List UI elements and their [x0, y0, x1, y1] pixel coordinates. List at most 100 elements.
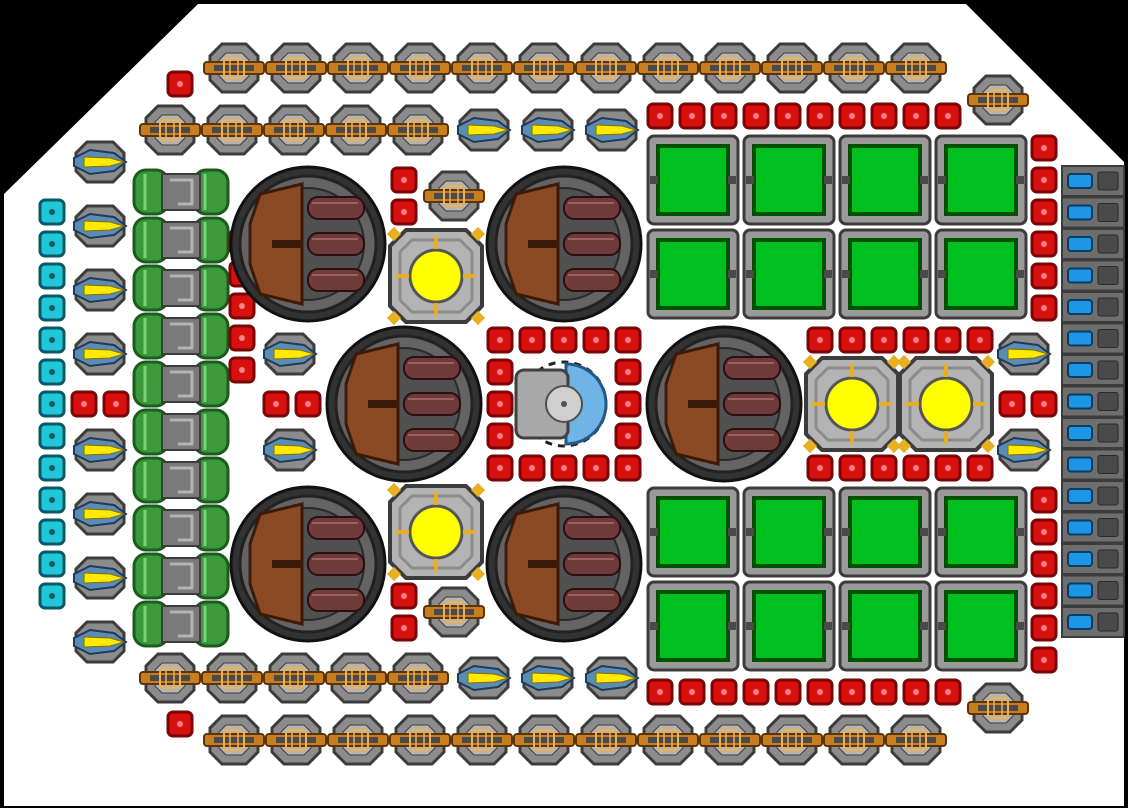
armor-block-icon	[1030, 646, 1058, 674]
cannon-turret-icon	[885, 42, 947, 94]
cannon-turret-icon	[263, 104, 325, 156]
armor-block-icon	[1030, 198, 1058, 226]
cyan-armor-icon	[38, 518, 66, 546]
fuel-tank-icon	[132, 312, 230, 360]
reactor-icon	[485, 165, 643, 323]
armor-block-icon	[1030, 550, 1058, 578]
thruster-icon	[1061, 480, 1125, 512]
armor-block-icon	[870, 326, 898, 354]
armor-block-icon	[1030, 390, 1058, 418]
cannon-turret-icon	[451, 42, 513, 94]
armor-block-icon	[102, 390, 130, 418]
reactor-icon	[325, 325, 483, 483]
cannon-turret-icon	[823, 42, 885, 94]
cannon-turret-icon	[139, 652, 201, 704]
armor-block-icon	[806, 102, 834, 130]
armor-block-icon	[1030, 294, 1058, 322]
armor-block-icon	[838, 326, 866, 354]
cannon-turret-icon	[389, 714, 451, 766]
armor-block-icon	[902, 678, 930, 706]
cargo-bay-icon	[646, 134, 740, 226]
reactor-icon	[645, 325, 803, 483]
power-generator-icon	[802, 354, 902, 454]
thruster-icon	[1061, 196, 1125, 229]
cargo-bay-icon	[646, 580, 740, 672]
ship-modules	[38, 42, 1125, 766]
cannon-turret-icon	[389, 42, 451, 94]
power-generator-icon	[896, 354, 996, 454]
armor-block-icon	[710, 102, 738, 130]
cargo-bay-icon	[934, 228, 1028, 320]
cyan-armor-icon	[38, 198, 66, 226]
thruster-icon	[1061, 228, 1125, 260]
thruster-icon	[1061, 606, 1125, 638]
armor-block-icon	[262, 390, 290, 418]
thruster-icon	[1061, 259, 1125, 292]
fuel-tank-icon	[132, 216, 230, 264]
cyan-armor-icon	[38, 550, 66, 578]
armor-block-icon	[390, 166, 418, 194]
cargo-bay-icon	[838, 134, 932, 226]
cannon-turret-icon	[265, 42, 327, 94]
armor-block-icon	[614, 358, 642, 386]
armor-block-icon	[518, 454, 546, 482]
cannon-turret-icon	[325, 652, 387, 704]
armor-block-icon	[486, 326, 514, 354]
cargo-bay-icon	[646, 486, 740, 578]
armor-block-icon	[390, 614, 418, 642]
armor-block-icon	[486, 358, 514, 386]
cannon-turret-icon	[325, 104, 387, 156]
missile-launcher-icon	[457, 108, 512, 152]
armor-block-icon	[1030, 166, 1058, 194]
missile-launcher-icon	[521, 656, 576, 700]
cargo-bay-icon	[742, 134, 836, 226]
thruster-icon	[1061, 291, 1125, 323]
thruster-icon	[1061, 417, 1125, 449]
cannon-turret-icon	[513, 42, 575, 94]
thruster-icon	[1061, 448, 1125, 481]
armor-block-icon	[806, 678, 834, 706]
armor-block-icon	[934, 454, 962, 482]
armor-block-icon	[966, 454, 994, 482]
armor-block-icon	[228, 356, 256, 384]
cannon-turret-icon	[699, 42, 761, 94]
cannon-turret-icon	[967, 682, 1029, 734]
armor-block-icon	[1030, 262, 1058, 290]
cannon-turret-icon	[327, 714, 389, 766]
armor-block-icon	[934, 102, 962, 130]
fuel-tank-icon	[132, 360, 230, 408]
cannon-turret-icon	[451, 714, 513, 766]
reactor-icon	[229, 165, 387, 323]
thruster-icon	[1061, 354, 1125, 386]
thruster-icon	[1061, 385, 1125, 418]
armor-block-icon	[806, 454, 834, 482]
power-generator-icon	[386, 226, 486, 326]
armor-block-icon	[550, 454, 578, 482]
missile-launcher-icon	[457, 656, 512, 700]
cannon-turret-icon	[575, 714, 637, 766]
power-generator-icon	[386, 482, 486, 582]
armor-block-icon	[486, 390, 514, 418]
armor-block-icon	[742, 102, 770, 130]
armor-block-icon	[518, 326, 546, 354]
armor-block-icon	[614, 326, 642, 354]
armor-block-icon	[1030, 486, 1058, 514]
cannon-turret-icon	[387, 652, 449, 704]
missile-launcher-icon	[73, 620, 128, 664]
armor-block-icon	[582, 454, 610, 482]
thruster-icon	[1061, 165, 1125, 197]
cargo-bay-icon	[646, 228, 740, 320]
reactor-icon	[485, 485, 643, 643]
armor-block-icon	[646, 678, 674, 706]
missile-launcher-icon	[585, 656, 640, 700]
cargo-bay-icon	[838, 228, 932, 320]
armor-block-icon	[678, 678, 706, 706]
cyan-armor-icon	[38, 422, 66, 450]
missile-launcher-icon	[73, 268, 128, 312]
armor-block-icon	[710, 678, 738, 706]
cannon-turret-icon	[423, 170, 485, 222]
cannon-turret-icon	[513, 714, 575, 766]
missile-launcher-icon	[585, 108, 640, 152]
armor-block-icon	[966, 326, 994, 354]
